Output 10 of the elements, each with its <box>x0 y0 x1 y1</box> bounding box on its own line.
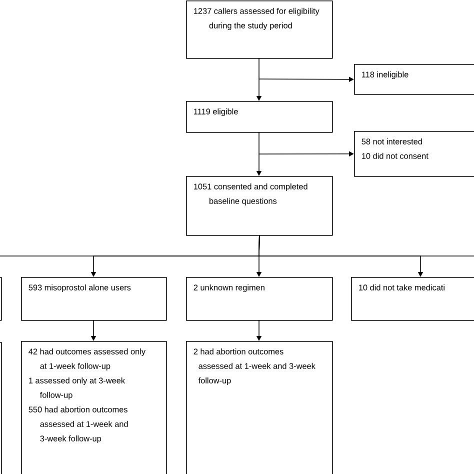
flow-box: 1051 consented and completed baseline questions <box>186 176 333 236</box>
flow-box: 10 did not take medicati <box>351 277 474 321</box>
flow-box: 42 had outcomes assessed only at 1-week follow-up 1 assessed only at 3-week follow-up 550 had abortion outcomes assessed at 1-week and 3-week follow-up <box>21 341 167 474</box>
flow-box: 118 ineligible <box>354 64 474 95</box>
flow-box: 1237 callers assessed for eligibility during the study period <box>186 0 333 59</box>
flow-box: 1119 eligible <box>186 101 333 133</box>
flow-box: 2 had abortion outcomes assessed at 1-week and 3-week follow-up <box>186 341 333 474</box>
flow-box: 58 not interested 10 did not consent <box>354 131 474 177</box>
flow-box: 593 misoprostol alone users <box>21 277 167 321</box>
flow-box: 2 unknown regimen <box>186 277 333 321</box>
